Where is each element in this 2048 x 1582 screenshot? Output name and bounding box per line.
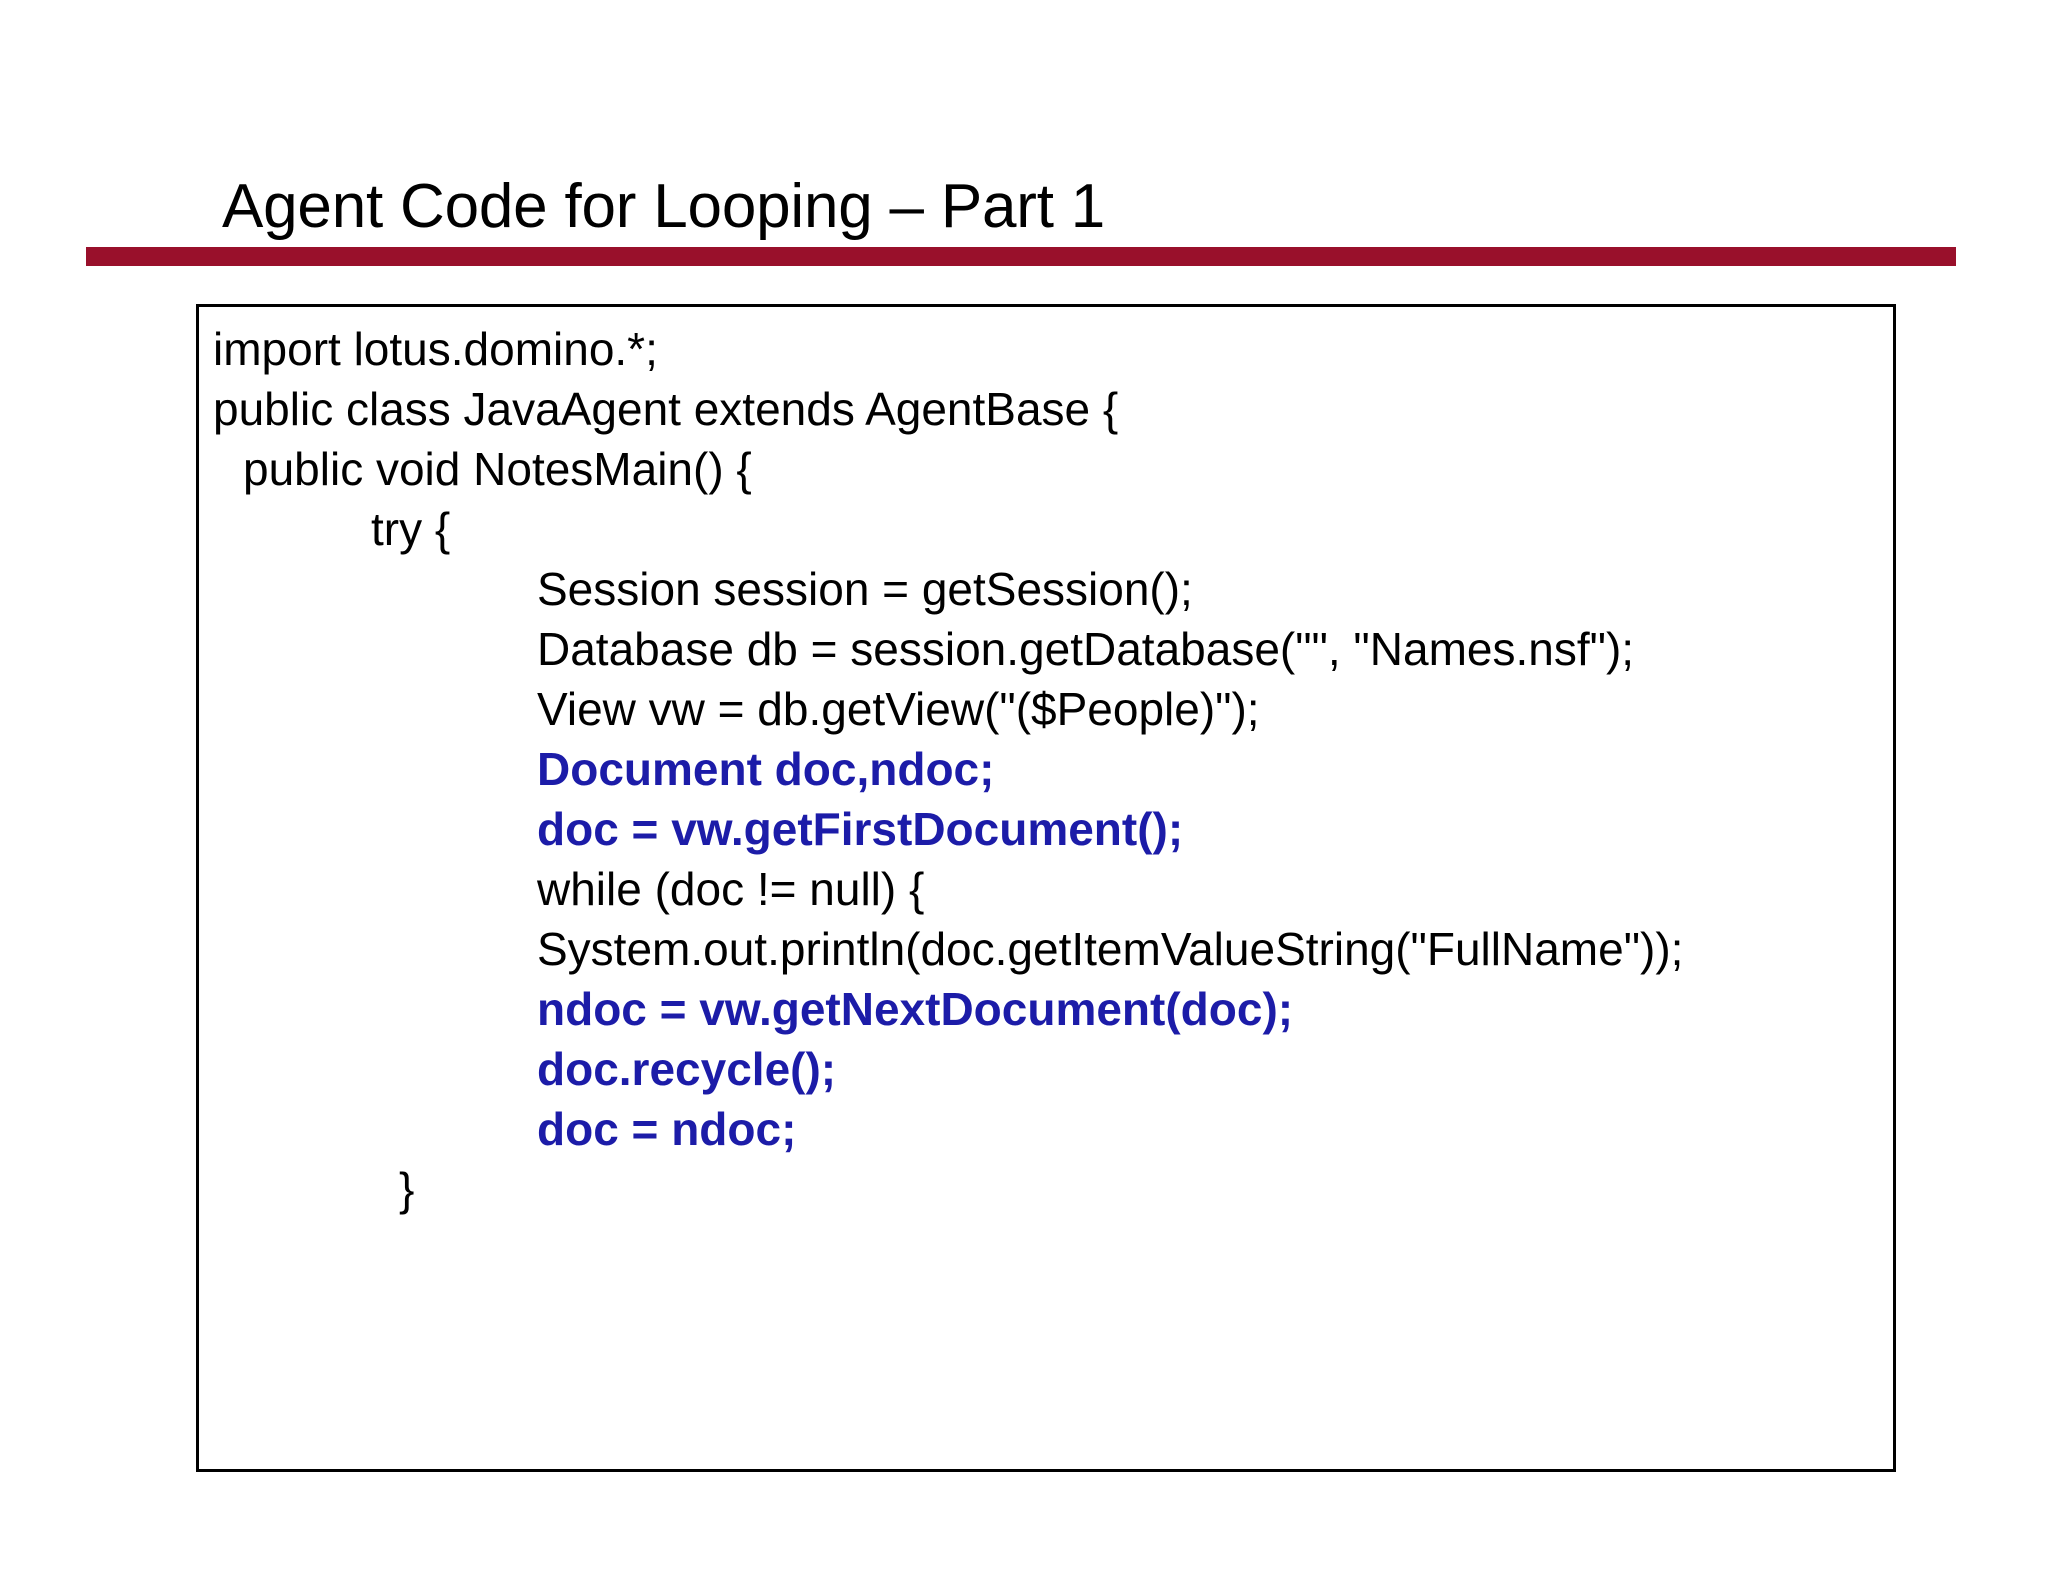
page-title: Agent Code for Looping – Part 1 — [222, 171, 1106, 241]
code-line: doc.recycle(); — [537, 1043, 837, 1095]
code-block-container: import lotus.domino.*; public class JavaA… — [196, 304, 1896, 1472]
code-line: doc = ndoc; — [537, 1103, 797, 1155]
code-line: Session session = getSession(); — [537, 563, 1193, 615]
code-line: ndoc = vw.getNextDocument(doc); — [537, 983, 1294, 1035]
code-line: } — [399, 1163, 415, 1215]
code-line: Document doc,ndoc; — [537, 743, 995, 795]
code-line: import lotus.domino.*; — [213, 323, 658, 375]
code-line: try { — [371, 503, 451, 555]
code-line: Database db = session.getDatabase("", "N… — [537, 623, 1635, 675]
code-line: System.out.println(doc.getItemValueStrin… — [537, 923, 1684, 975]
code-line: View vw = db.getView("($People)"); — [537, 683, 1260, 735]
code-line: public void NotesMain() { — [243, 443, 752, 495]
title-divider-rule — [86, 247, 1956, 266]
code-line: doc = vw.getFirstDocument(); — [537, 803, 1184, 855]
code-line: while (doc != null) { — [537, 863, 925, 915]
code-listing: import lotus.domino.*; public class JavaA… — [199, 307, 1893, 1219]
code-line: public class JavaAgent extends AgentBase… — [213, 383, 1119, 435]
